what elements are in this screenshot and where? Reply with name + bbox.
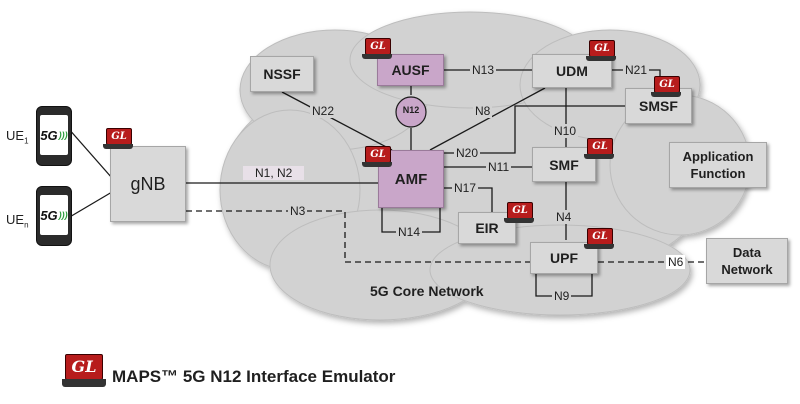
application-function-node: Application Function [669, 142, 767, 188]
gl-logo-text: GL [587, 138, 613, 155]
udm-label: UDM [556, 63, 588, 79]
gl-laptop-icon: GL [504, 202, 534, 224]
gl-logo-text: GL [587, 228, 613, 245]
interface-label-n14: N14 [396, 225, 423, 239]
signal-icon: ))) [58, 130, 68, 140]
gl-logo-text: GL [654, 76, 680, 93]
page-title: MAPS™ 5G N12 Interface Emulator [112, 367, 396, 386]
gl-logo-text: GL [589, 40, 615, 57]
interface-label-n17: N17 [452, 181, 479, 195]
gl-laptop-icon: GL [584, 228, 614, 250]
amf-label: AMF [394, 170, 428, 188]
cloud-shape [219, 11, 751, 321]
gnb-node: gNB [110, 146, 186, 222]
smf-label: SMF [549, 156, 579, 173]
eir-label: EIR [475, 220, 499, 236]
interface-label-n20: N20 [454, 146, 481, 160]
gl-laptop-icon: GL [103, 128, 133, 150]
core-network-label: 5G Core Network [370, 283, 484, 299]
n12-circle [395, 96, 427, 128]
ausf-label: AUSF [391, 62, 430, 78]
gl-laptop-icon: GL [586, 40, 616, 62]
interface-label-n10: N10 [552, 124, 579, 138]
gl-logo-text: GL [507, 202, 533, 219]
gnb-label: gNB [130, 173, 166, 194]
amf-node: AMF [378, 150, 444, 208]
upf-label: UPF [550, 250, 578, 266]
nssf-label: NSSF [263, 66, 301, 82]
ausf-node: AUSF [377, 54, 444, 86]
gl-laptop-icon: GL [584, 138, 614, 160]
gl-laptop-icon: GL [651, 76, 681, 98]
smsf-label: SMSF [639, 98, 678, 114]
gl-logo-icon: GL [62, 354, 106, 390]
5g-badge: 5G [40, 207, 58, 223]
interface-label-n11: N11 [486, 160, 512, 174]
phone-icon: 5G))) [36, 186, 72, 246]
interface-label-n8: N8 [473, 104, 493, 118]
eir-node: EIR [458, 212, 516, 244]
5g-badge: 5G [40, 127, 58, 143]
interface-label-n22: N22 [310, 104, 337, 118]
phone-icon: 5G))) [36, 106, 72, 166]
nssf-node: NSSF [250, 56, 314, 92]
data-network-node: Data Network [706, 238, 788, 284]
ue1-label: UE1 [6, 128, 29, 146]
interface-label-n13: N13 [470, 63, 497, 77]
interface-label-n6: N6 [666, 255, 686, 269]
smf-node: SMF [532, 147, 596, 182]
application-function-label: Application Function [682, 149, 754, 181]
interface-label-n4: N4 [554, 210, 574, 224]
gl-logo-text: GL [106, 128, 132, 145]
gl-logo-text: GL [365, 146, 391, 163]
interface-label-n9: N9 [552, 289, 572, 303]
gl-laptop-icon: GL [362, 146, 392, 168]
dashed-lines [186, 210, 706, 263]
gl-logo-text: GL [365, 38, 391, 55]
uen-label: UEn [6, 212, 29, 230]
data-network-label: Data Network [721, 245, 773, 277]
signal-icon: ))) [58, 210, 68, 220]
gl-laptop-icon: GL [362, 38, 392, 60]
interface-label-n3: N3 [288, 204, 308, 218]
interface-label-n21: N21 [623, 63, 650, 77]
gl-logo-text: GL [65, 354, 103, 380]
interface-label-n1n2: N1, N2 [243, 166, 305, 180]
n12-label: N12 [402, 105, 420, 115]
